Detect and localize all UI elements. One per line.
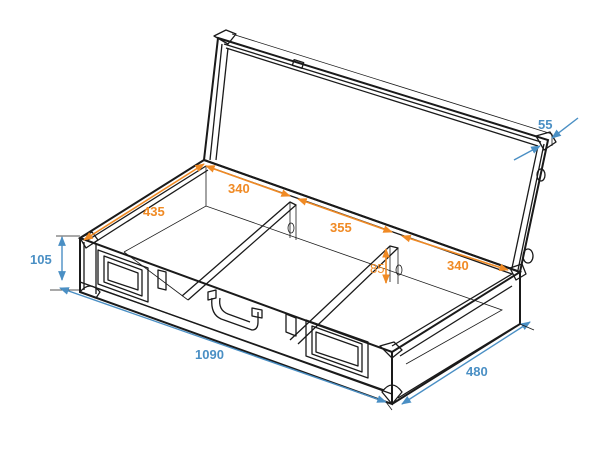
outer-dimension-lines: [50, 117, 579, 411]
depth-label: 480: [466, 364, 488, 379]
compartment-left-label: 340: [228, 181, 250, 196]
lid-height-label: 55: [538, 117, 552, 132]
compartment-middle-label: 355: [330, 220, 352, 235]
divider-height-label: 85: [370, 261, 384, 276]
compartment-right-label: 340: [447, 258, 469, 273]
case-body: [77, 158, 523, 406]
inner-depth-label: 435: [143, 204, 165, 219]
length-label: 1090: [195, 347, 224, 362]
inner-dimension-lines: [83, 163, 509, 284]
case-lid: [202, 29, 557, 274]
height-label: 105: [30, 252, 52, 267]
